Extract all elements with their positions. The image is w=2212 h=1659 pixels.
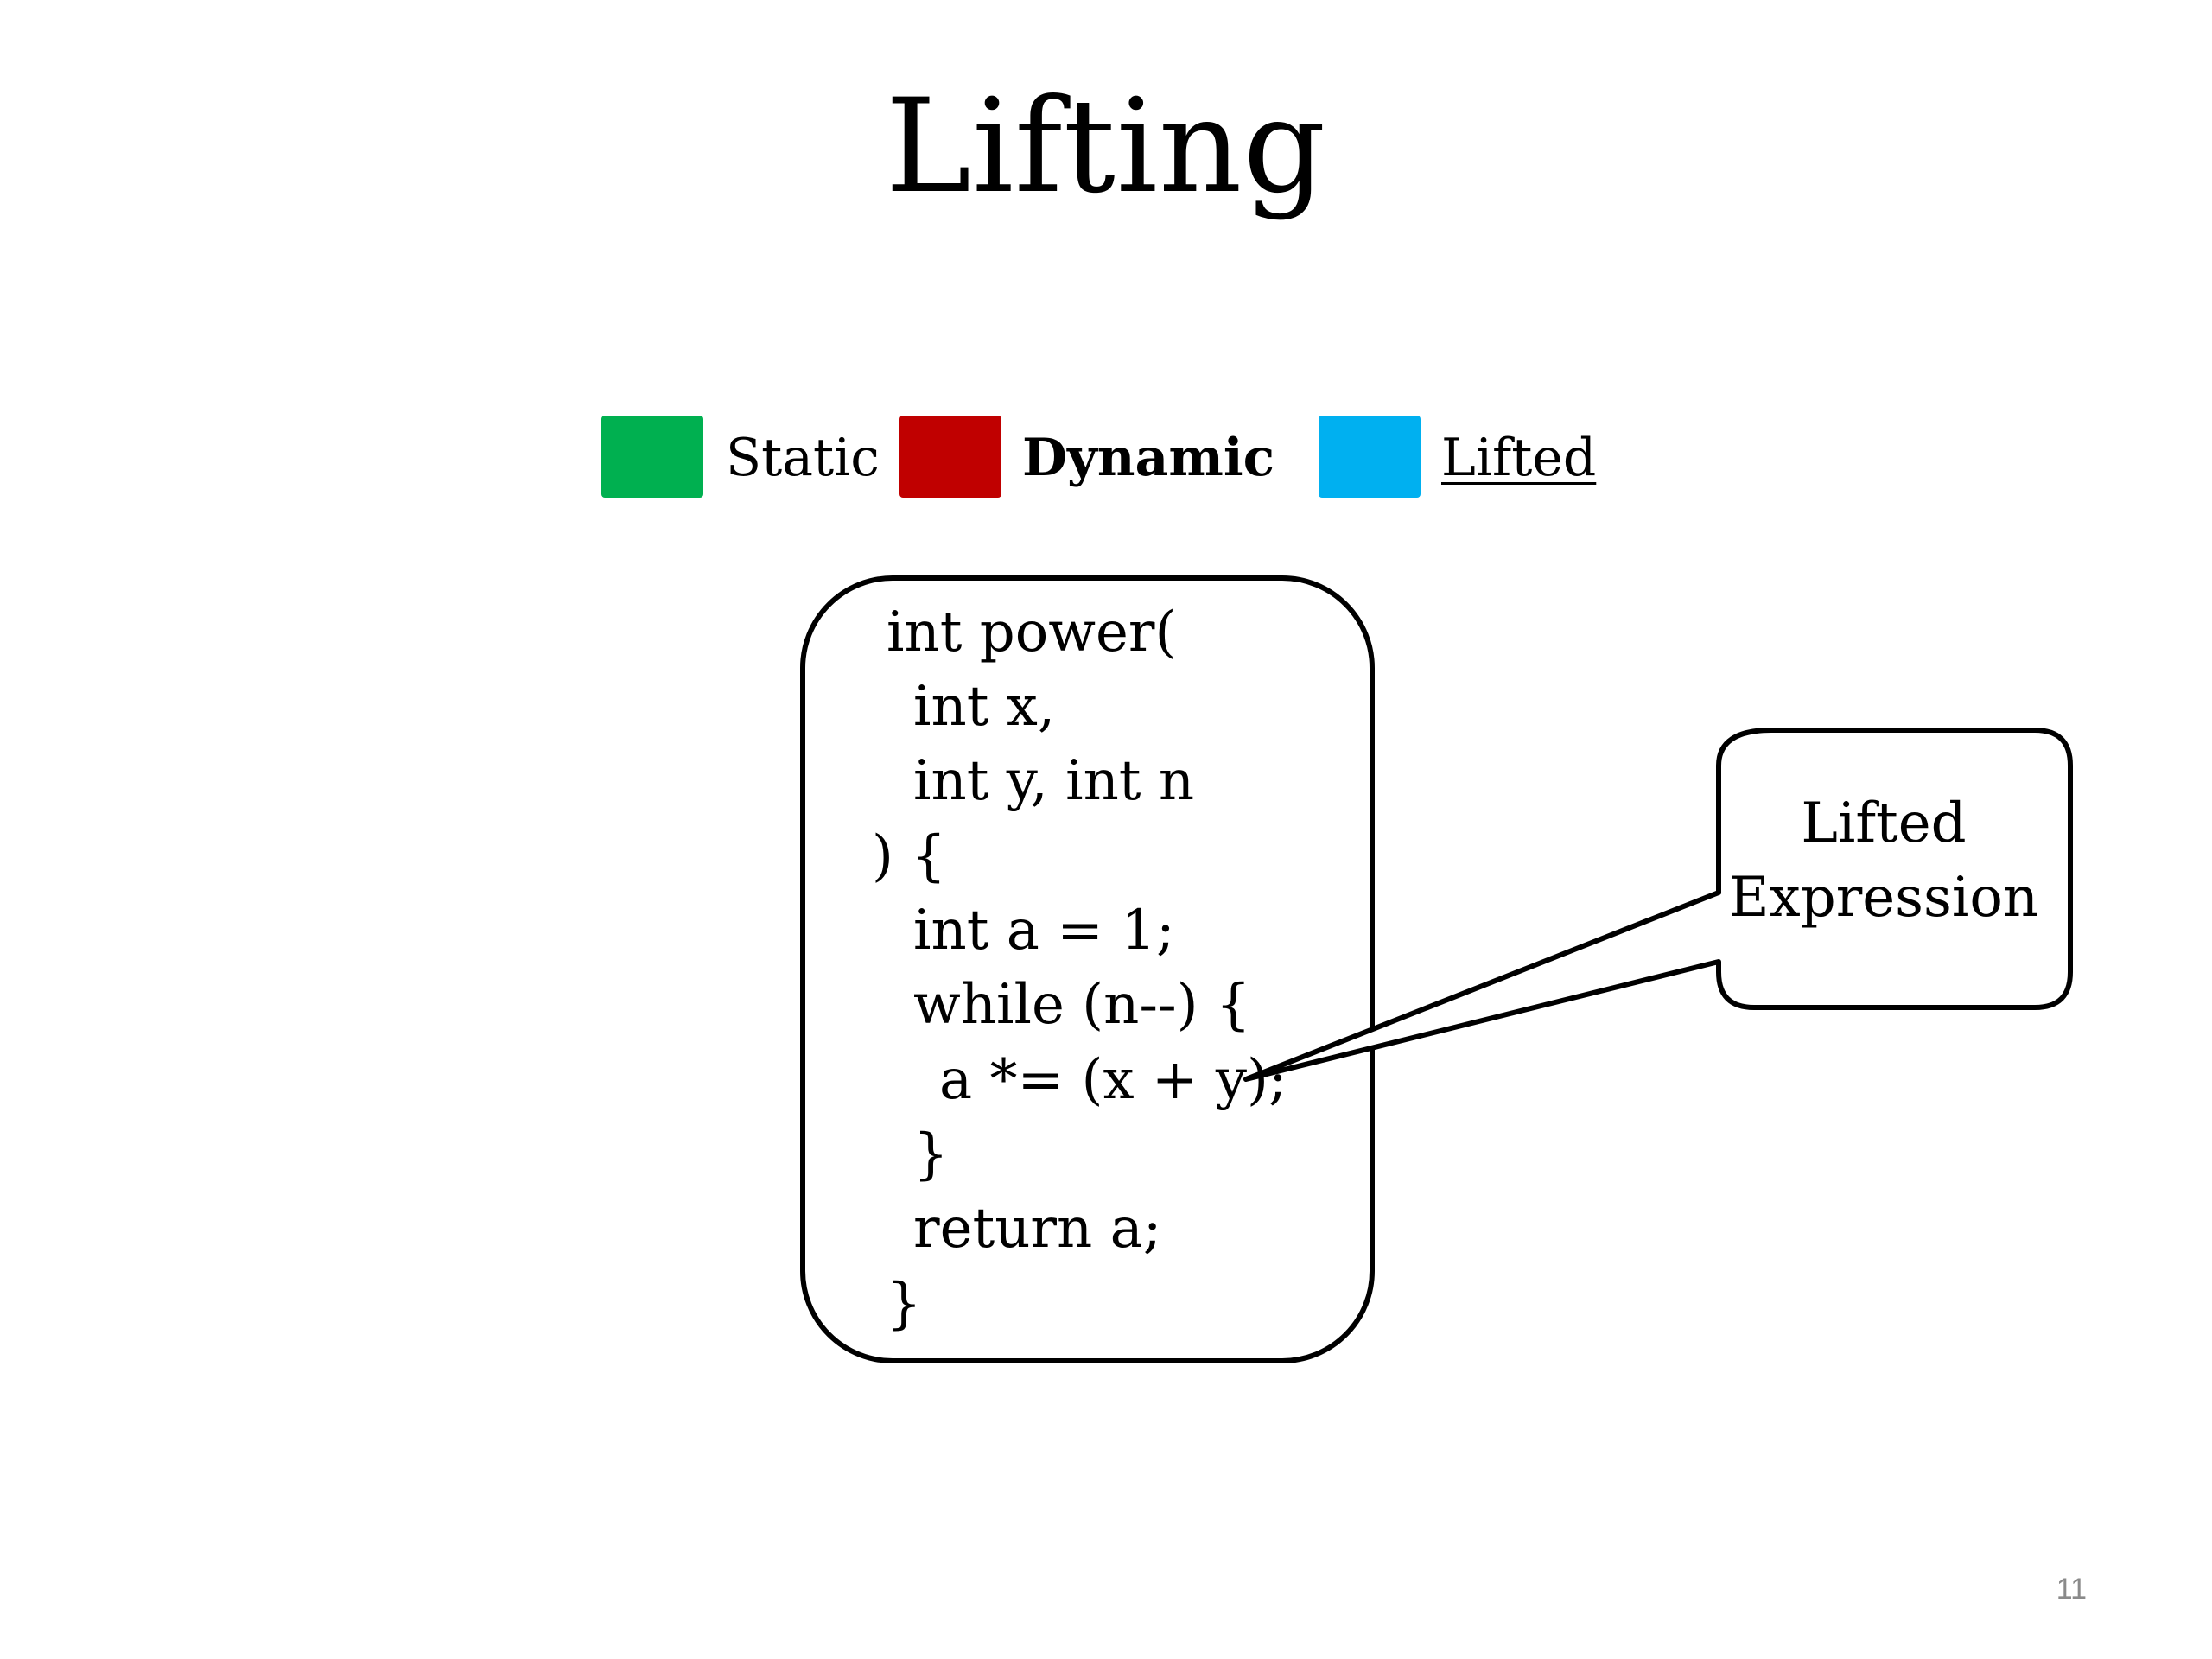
slide-title: Lifting <box>885 72 1327 222</box>
callout-line-1: Lifted <box>1801 791 1967 855</box>
callout-label: Lifted Expression <box>1711 786 2056 935</box>
code-line-6: while (n--) { <box>913 973 1251 1037</box>
static-swatch <box>601 416 703 498</box>
page-number: 11 <box>2056 1573 2087 1605</box>
lifted-swatch <box>1319 416 1421 498</box>
code-box-border <box>800 575 1375 1363</box>
code-line-1: int power( <box>887 601 1177 664</box>
dynamic-swatch <box>899 416 1001 498</box>
code-line-4: ) { <box>872 824 947 888</box>
static-label: Static <box>726 428 880 488</box>
code-block: int power( int x, int y, int n ) { int a… <box>796 574 1363 1353</box>
dynamic-label: Dynamic <box>1022 428 1275 488</box>
code-line-2: int x, <box>913 675 1056 739</box>
callout-bubble <box>1243 728 2073 1082</box>
code-line-7: a *= (x + y); <box>939 1048 1287 1112</box>
lifted-label: Lifted <box>1441 428 1597 488</box>
code-line-10: } <box>887 1272 922 1336</box>
legend: Static Dynamic Lifted <box>0 0 2212 605</box>
code-line-9: return a; <box>913 1197 1162 1261</box>
callout-line-2: Expression <box>1728 866 2039 930</box>
code-line-3: int y, int n <box>913 749 1195 813</box>
code-line-8: } <box>913 1122 949 1186</box>
code-line-5: int a = 1; <box>913 899 1175 963</box>
